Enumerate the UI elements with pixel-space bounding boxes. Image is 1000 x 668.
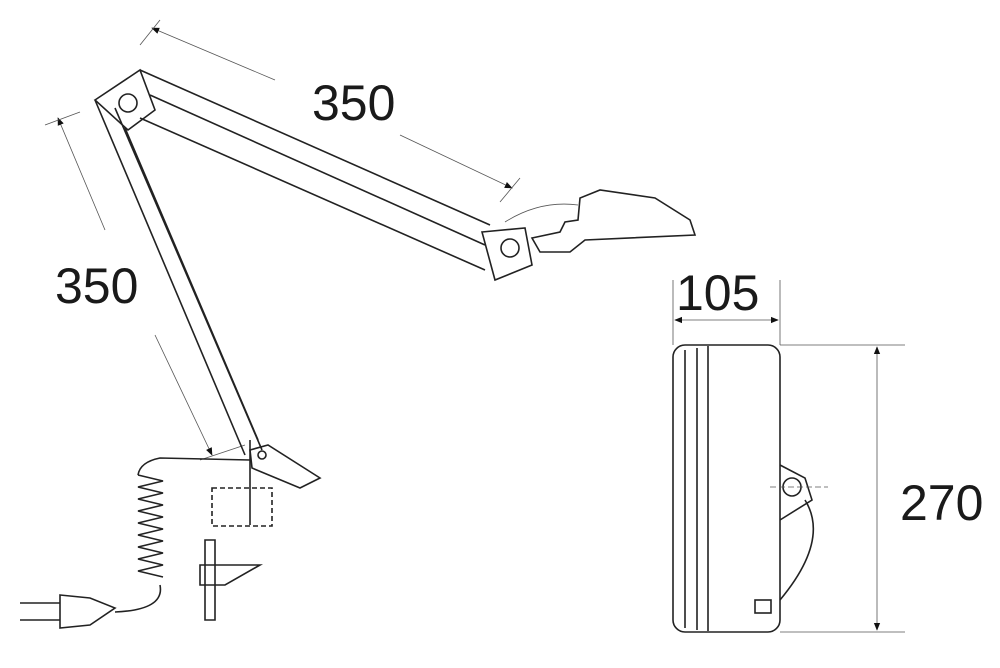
- upper-joint: [93, 68, 156, 132]
- plug-icon: [59, 594, 117, 629]
- upper-arm-length-label: 350: [312, 75, 395, 131]
- base-joint: [249, 444, 322, 489]
- table-clamp: [199, 440, 273, 621]
- head-knob-icon: [500, 238, 520, 258]
- lamp-head-side: [504, 189, 697, 253]
- head-joint: [480, 227, 533, 282]
- lower-arm-dimension: 350: [44, 111, 246, 461]
- head-width-dimension: 105: [672, 265, 781, 345]
- power-switch-icon: [754, 599, 772, 614]
- lamp-arm: [93, 68, 533, 489]
- head-length-dimension: 270: [780, 344, 983, 633]
- head-length-label: 270: [900, 475, 983, 531]
- lamp-head-front-view: [672, 344, 828, 633]
- head-width-label: 105: [676, 265, 759, 321]
- power-cord: [20, 457, 251, 629]
- lower-arm-length-label: 350: [55, 258, 138, 314]
- upper-arm-dimension: 350: [139, 19, 521, 203]
- upper-knob-icon: [118, 93, 138, 113]
